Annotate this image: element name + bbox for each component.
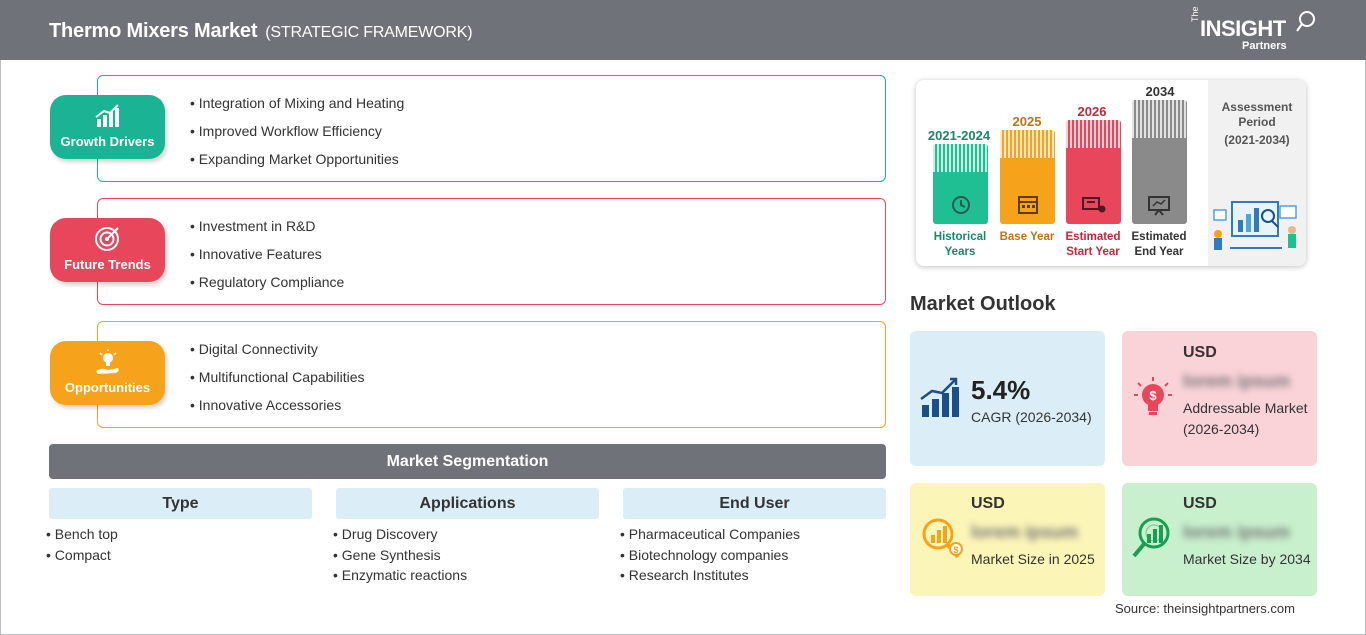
segment-end-user-heading: End User — [623, 488, 886, 519]
growth-drivers-badge[interactable]: Growth Drivers — [50, 95, 165, 159]
growth-drivers-list: • Integration of Mixing and Heating • Im… — [190, 94, 404, 178]
year-start: 2026 — [1077, 104, 1107, 119]
label-start: Estimated Start Year — [1065, 231, 1121, 258]
lightbulb-dollar-icon: $ — [1134, 377, 1172, 415]
bar-base — [1000, 130, 1055, 224]
logo-the: The — [1190, 6, 1200, 22]
label-base: Base Year — [999, 231, 1055, 243]
size-2034-label: Market Size by 2034 — [1183, 551, 1311, 567]
cagr-card: 5.4% CAGR (2026-2034) — [910, 331, 1105, 466]
bar-historical — [933, 144, 988, 224]
segment-type-list: • Bench top • Compact — [46, 526, 118, 567]
market-size-2025-card: $ USD lorem ipsum Market Size in 2025 — [910, 483, 1105, 596]
year-base: 2025 — [1012, 114, 1042, 129]
source-link[interactable]: Source: theinsightpartners.com — [1115, 601, 1295, 616]
future-trends-badge[interactable]: Future Trends — [50, 218, 165, 282]
opportunities-badge[interactable]: Opportunities — [50, 341, 165, 405]
svg-text:$: $ — [953, 545, 958, 555]
calendar-icon — [1018, 196, 1038, 214]
size-2025-currency: USD — [971, 495, 1005, 512]
growth-drivers-label: Growth Drivers — [60, 134, 155, 149]
list-item: • Compact — [46, 546, 111, 563]
list-item: • Pharmaceutical Companies — [620, 526, 800, 542]
history-icon — [952, 196, 970, 214]
size-2034-value: lorem ipsum — [1183, 522, 1291, 542]
page-title-text: Thermo Mixers Market — [49, 20, 258, 42]
label-end: Estimated End Year — [1131, 231, 1187, 258]
future-trends-label: Future Trends — [64, 257, 151, 272]
growth-chart-icon — [95, 104, 119, 127]
header-bar: Thermo Mixers Market (STRATEGIC FRAMEWORK… — [0, 0, 1366, 60]
cagr-label: CAGR (2026-2034) — [971, 409, 1092, 425]
opportunities-box: • Digital Connectivity • Multifunctional… — [97, 321, 886, 428]
addressable-value: lorem ipsum — [1183, 371, 1291, 391]
logo-partners: Partners — [1242, 40, 1287, 52]
year-historical: 2021-2024 — [927, 128, 991, 143]
page-title: Thermo Mixers Market (STRATEGIC FRAMEWORK… — [49, 20, 473, 43]
opportunities-label: Opportunities — [64, 380, 151, 395]
growth-drivers-box: • Integration of Mixing and Heating • Im… — [97, 75, 886, 182]
bar-end — [1132, 100, 1187, 224]
magnifier-chart-icon: $ — [922, 518, 963, 559]
list-item: • Drug Discovery — [333, 526, 438, 542]
logo-insight: INSIGHT — [1200, 16, 1286, 41]
bar-start — [1066, 120, 1121, 224]
list-item: • Expanding Market Opportunities — [190, 151, 399, 167]
segment-end-user-list: • Pharmaceutical Companies • Biotechnolo… — [620, 526, 800, 588]
year-end: 2034 — [1145, 84, 1175, 99]
list-item: • Investment in R&D — [190, 218, 316, 234]
list-item: • Multifunctional Capabilities — [190, 369, 365, 385]
list-item: • Integration of Mixing and Heating — [190, 95, 405, 111]
presentation-icon — [1148, 196, 1170, 216]
list-item: • Innovative Accessories — [190, 397, 342, 413]
list-item: • Gene Synthesis — [333, 546, 441, 563]
list-item: • Improved Workflow Efficiency — [190, 123, 382, 139]
market-outlook-title: Market Outlook — [910, 293, 1056, 315]
page-subtitle: (STRATEGIC FRAMEWORK) — [265, 24, 473, 41]
future-trends-box: • Investment in R&D • Innovative Feature… — [97, 198, 886, 305]
list-item: • Digital Connectivity — [190, 341, 318, 357]
size-2025-label: Market Size in 2025 — [971, 551, 1095, 567]
magnifier-growth-icon — [1132, 517, 1170, 558]
addressable-label: Addressable Market (2026-2034) — [1183, 400, 1308, 437]
segment-applications-list: • Drug Discovery • Gene Synthesis • Enzy… — [333, 526, 467, 588]
segment-type-heading: Type — [49, 488, 312, 519]
future-trends-list: • Investment in R&D • Innovative Feature… — [190, 217, 344, 301]
list-item: • Regulatory Compliance — [190, 274, 345, 290]
svg-text:$: $ — [1149, 388, 1157, 403]
addressable-market-card: $ USD lorem ipsum Addressable Market (20… — [1122, 331, 1317, 466]
list-item: • Research Institutes — [620, 567, 749, 583]
assessment-period-range: (2021-2034) — [1224, 133, 1290, 147]
assessment-period-label: Assessment Period — [1221, 100, 1293, 129]
size-2025-value: lorem ipsum — [971, 522, 1079, 542]
list-item: • Bench top — [46, 526, 118, 542]
market-segmentation-header: Market Segmentation — [49, 444, 886, 479]
analytics-illustration — [1213, 201, 1297, 250]
list-item: • Innovative Features — [190, 246, 322, 262]
opportunities-list: • Digital Connectivity • Multifunctional… — [190, 340, 365, 424]
size-2034-currency: USD — [1183, 495, 1217, 512]
market-size-2034-card: USD lorem ipsum Market Size by 2034 — [1122, 483, 1317, 596]
list-item: • Biotechnology companies — [620, 546, 789, 563]
cagr-value: 5.4% — [971, 375, 1031, 405]
label-historical: Historical Years — [933, 231, 987, 258]
target-icon — [95, 227, 119, 251]
logo-magnifier-icon — [1296, 11, 1315, 32]
segment-applications-heading: Applications — [336, 488, 599, 519]
growth-bars-icon — [920, 377, 959, 417]
start-flag-icon — [1082, 197, 1106, 213]
insight-partners-logo[interactable]: The INSIGHT Partners — [1190, 6, 1320, 54]
lightbulb-hand-icon — [96, 349, 119, 374]
list-item: • Enzymatic reactions — [333, 567, 468, 583]
addressable-currency: USD — [1183, 344, 1217, 361]
